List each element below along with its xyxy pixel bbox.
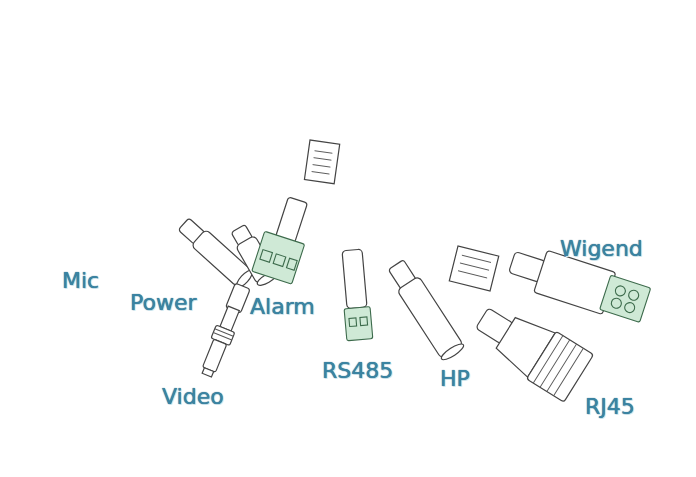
rj45-connector [467, 294, 593, 402]
cable-label: Power [130, 292, 197, 314]
cable-bundle [190, 30, 512, 318]
cable-label: RJ45 [585, 396, 635, 418]
cable-label: Wigend [560, 238, 643, 260]
alarm-terminal [252, 193, 317, 284]
video-bnc [198, 282, 253, 379]
cable-label: Video [162, 386, 224, 408]
cable-label: HP [440, 368, 470, 390]
cable-label: Alarm [250, 296, 315, 318]
rs485-terminal [339, 249, 373, 341]
cable-label: Mic [62, 270, 99, 292]
cable-label: RS485 [322, 360, 393, 382]
cable-tag [304, 140, 339, 184]
